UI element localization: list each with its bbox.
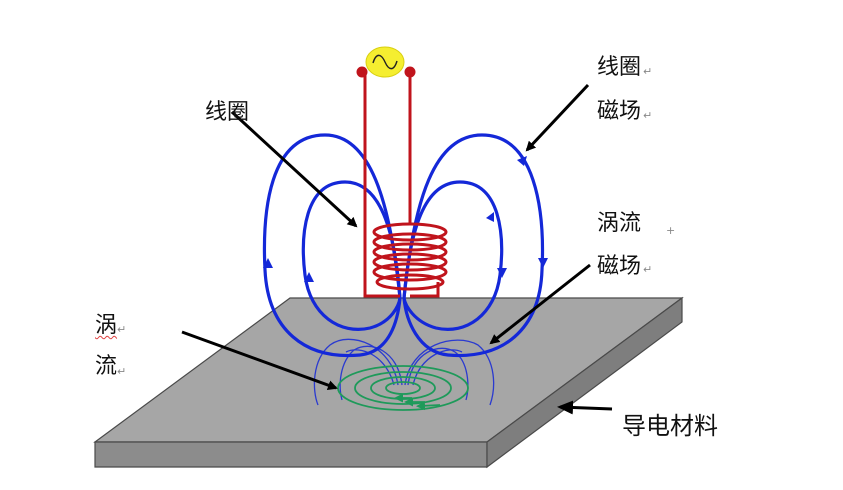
return-mark: ↵ — [117, 365, 127, 378]
coil-field-inner-right — [402, 180, 504, 331]
return-mark: ↵ — [643, 263, 653, 276]
label-conductor: 导电材料 — [622, 412, 718, 440]
ac-sine-icon — [372, 54, 398, 70]
label-eddy-field-line2: 磁场 — [597, 254, 642, 279]
eddy-field-line — [404, 339, 495, 406]
field-arrow — [517, 156, 527, 166]
return-mark: ↵ — [117, 323, 127, 336]
field-arrow — [263, 258, 273, 268]
label-coil-field-line2: 磁场 — [597, 99, 642, 124]
field-arrow — [486, 212, 494, 222]
ac-source — [365, 46, 405, 78]
return-mark: ↵ — [643, 109, 653, 122]
space-mark: + — [666, 224, 676, 237]
label-coil: 线圈 — [205, 100, 250, 125]
field-arrow — [304, 272, 314, 282]
coil-turn — [372, 242, 448, 262]
eddy-current-ring — [354, 371, 452, 405]
eddy-current-ring — [370, 376, 436, 400]
coil-field-inner-left — [301, 180, 402, 331]
arrow-conductor — [557, 400, 613, 415]
coil-field-direction-arrows — [263, 156, 548, 282]
field-arrow — [497, 268, 507, 278]
coil-turn — [372, 232, 448, 252]
arrow-coil — [230, 110, 358, 228]
coil-turn — [372, 262, 448, 282]
pointer-arrows — [181, 83, 613, 415]
coil-lead-left — [363, 72, 400, 298]
eddy-field-line — [407, 347, 469, 401]
conductive-plate — [93, 296, 684, 469]
arrow-coil-field — [525, 83, 590, 152]
coil-turn — [372, 222, 448, 242]
coil-field-loops — [262, 133, 545, 358]
terminal-right — [404, 66, 416, 78]
coil — [356, 66, 448, 298]
eddy-current-rings — [337, 365, 469, 411]
arrow-eddy-field — [489, 263, 591, 345]
coil-turn — [375, 273, 445, 291]
plate-front-face — [94, 441, 488, 468]
label-eddy-line1: 涡 — [95, 313, 118, 338]
coil-turn — [372, 252, 448, 272]
arrow-eddy-current — [181, 330, 338, 390]
field-arrow — [538, 258, 548, 268]
label-eddy-line2: 流 — [95, 354, 118, 379]
return-mark: ↵ — [643, 65, 653, 78]
coil-field-outer-right — [402, 133, 545, 358]
eddy-current-ring — [385, 381, 421, 395]
plate-right-face — [486, 296, 683, 469]
label-coil-field-line1: 线圈 — [597, 55, 642, 80]
eddy-current-ring — [337, 365, 469, 411]
terminal-left — [356, 66, 368, 78]
coil-field-outer-left — [262, 133, 402, 358]
label-eddy-field-line1: 涡流 — [597, 211, 642, 236]
eddy-current-direction-arrow — [416, 401, 441, 411]
eddy-field-line — [313, 338, 399, 406]
